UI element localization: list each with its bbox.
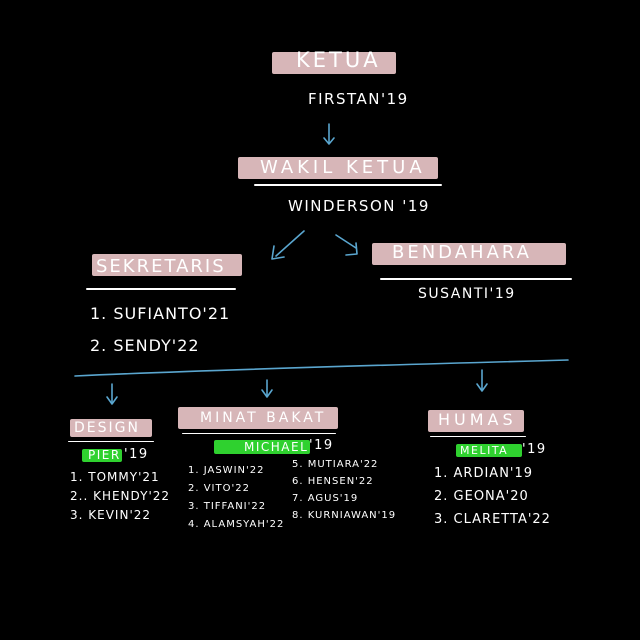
minat-bakat-title: MINAT BAKAT (200, 410, 327, 426)
minat-bakat-lead-highlight (214, 440, 310, 454)
list-item: 1. JASWIN'22 (188, 465, 265, 476)
list-item: 1. ARDIAN'19 (434, 466, 534, 481)
design-underline (68, 441, 154, 442)
bendahara-underline (380, 278, 572, 280)
humas-lead-name: MELITA (460, 444, 509, 457)
list-item: 5. MUTIARA'22 (292, 459, 379, 470)
bendahara-name: SUSANTI'19 (418, 286, 516, 302)
list-item: 3. TIFFANI'22 (188, 501, 267, 512)
sekretaris-underline (86, 288, 236, 290)
design-lead-year: '19 (124, 447, 149, 462)
design-members: 1. TOMMY'21 2.. KHENDY'22 3. KEVIN'22 (70, 468, 170, 525)
minat-bakat-members-right: 5. MUTIARA'22 6. HENSEN'22 7. AGUS'19 8.… (292, 456, 396, 524)
list-item: 1. SUFIANTO'21 (90, 304, 231, 323)
wakil-ketua-name: WINDERSON '19 (288, 197, 430, 215)
sekretaris-members: 1. SUFIANTO'21 2. SENDY'22 (90, 298, 230, 362)
arrow-to-minat-bakat (261, 379, 273, 398)
list-item: 6. HENSEN'22 (292, 476, 374, 487)
ketua-title: KETUA (296, 48, 381, 72)
list-item: 1. TOMMY'21 (70, 470, 160, 484)
wakil-ketua-highlight (238, 157, 438, 179)
list-item: 7. AGUS'19 (292, 493, 359, 504)
design-lead-highlight (82, 449, 122, 462)
arrow-to-design (106, 383, 118, 405)
list-item: 3. CLARETTA'22 (434, 512, 551, 527)
list-item: 2.. KHENDY'22 (70, 489, 171, 503)
humas-members: 1. ARDIAN'19 2. GEONA'20 3. CLARETTA'22 (434, 462, 551, 531)
design-highlight (70, 419, 152, 437)
ketua-name: FIRSTAN'19 (308, 90, 409, 108)
list-item: 2. GEONA'20 (434, 489, 529, 504)
humas-highlight (428, 410, 524, 432)
list-item: 4. ALAMSYAH'22 (188, 519, 285, 530)
division-line (74, 359, 569, 377)
humas-lead-highlight (456, 444, 522, 457)
list-item: 2. SENDY'22 (90, 336, 200, 355)
sekretaris-highlight (92, 254, 242, 276)
humas-lead-year: '19 (522, 442, 547, 457)
bendahara-title: BENDAHARA (392, 242, 532, 263)
sekretaris-title: SEKRETARIS (96, 256, 226, 277)
arrow-wakil-to-sekretaris (271, 230, 305, 260)
minat-bakat-lead-year: '19 (309, 438, 334, 453)
arrow-ketua-to-wakil (323, 123, 335, 145)
wakil-ketua-underline (254, 184, 442, 186)
minat-bakat-members-left: 1. JASWIN'22 2. VITO'22 3. TIFFANI'22 4.… (188, 462, 284, 534)
arrow-wakil-to-bendahara (335, 234, 358, 256)
humas-underline (430, 436, 526, 437)
minat-bakat-underline (182, 433, 336, 434)
minat-bakat-lead-name: MICHAEL (244, 440, 309, 454)
wakil-ketua-title: WAKIL KETUA (260, 157, 426, 178)
list-item: 3. KEVIN'22 (70, 508, 152, 522)
design-lead-name: PIER (88, 448, 121, 462)
arrow-to-humas (476, 369, 488, 392)
list-item: 2. VITO'22 (188, 483, 250, 494)
bendahara-highlight (372, 243, 566, 265)
design-title: DESIGN (74, 420, 140, 436)
humas-title: HUMAS (438, 410, 517, 429)
ketua-highlight (272, 52, 396, 74)
minat-bakat-highlight (178, 407, 338, 429)
list-item: 8. KURNIAWAN'19 (292, 510, 397, 521)
